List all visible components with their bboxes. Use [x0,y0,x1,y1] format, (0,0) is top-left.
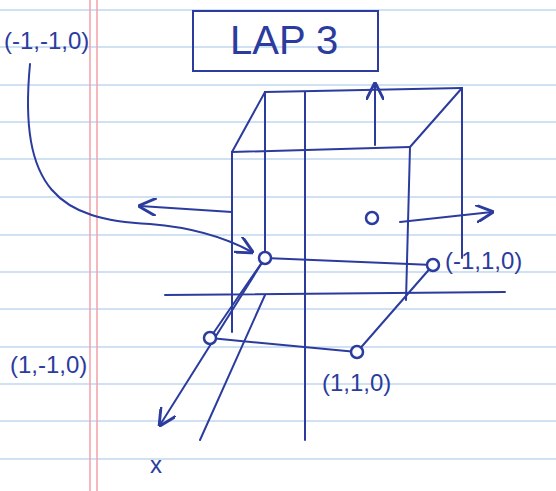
title-box: LAP 3 [192,10,379,72]
coordinate-label: (1,1,0) [322,370,391,396]
margin-lines [90,0,97,491]
coordinate-label: (1,-1,0) [10,352,87,378]
cube-sketch [28,64,505,440]
points [204,212,439,358]
coordinate-label: (-1,-1,0) [4,28,89,54]
title-text: LAP 3 [230,17,341,63]
axis-label: x [150,452,162,478]
ruled-lines [0,10,556,459]
coordinate-label: (-1,1,0) [445,248,522,274]
